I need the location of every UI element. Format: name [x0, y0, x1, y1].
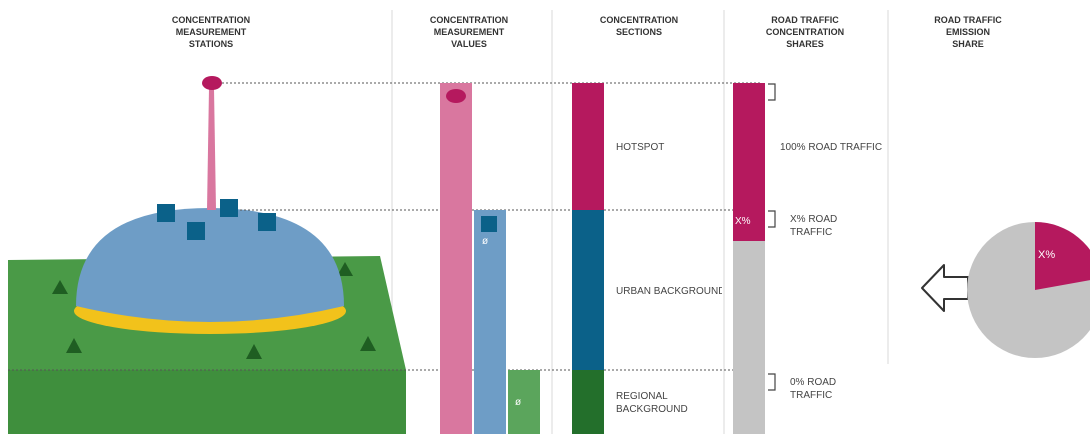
urban-station-icon — [481, 216, 497, 232]
bracket-icon — [768, 210, 776, 228]
label-urban-background: URBAN BACKGROUND — [616, 286, 722, 297]
header-stations: CONCENTRATION MEASUREMENT STATIONS — [171, 15, 251, 49]
bar-label-regional-mean: ø — [515, 397, 522, 408]
regional-section-bar — [572, 370, 604, 434]
header-sections: CONCENTRATION SECTIONS — [599, 15, 679, 37]
tower-icon — [207, 88, 216, 210]
hotspot-value-bar — [440, 83, 472, 434]
tree-icon — [246, 344, 262, 359]
bracket-icon — [768, 373, 776, 391]
urban-station-icon — [220, 199, 238, 217]
pie-label-x-percent: X% — [1038, 249, 1056, 261]
header-values: CONCENTRATION MEASUREMENT VALUES — [429, 15, 509, 49]
urban-station-icon — [157, 204, 175, 222]
label-partial-traffic: X% ROAD TRAFFIC — [790, 214, 838, 238]
urban-value-bar — [474, 210, 506, 434]
tree-icon — [66, 338, 82, 353]
hotspot-section-bar — [572, 83, 604, 210]
ground-front — [8, 370, 406, 434]
urban-station-icon — [187, 222, 205, 240]
urban-dome — [76, 208, 344, 322]
bracket-icon — [768, 83, 776, 101]
tree-icon — [360, 336, 376, 351]
pie-traffic-slice — [1035, 221, 1090, 290]
urban-section-bar — [572, 210, 604, 370]
urban-station-icon — [258, 213, 276, 231]
non-traffic-share-bar — [733, 241, 765, 434]
bar-label-x-percent: X% — [735, 216, 751, 227]
label-zero-traffic: 0% ROAD TRAFFIC — [790, 377, 837, 401]
label-regional-background: REGIONAL BACKGROUND — [616, 391, 688, 415]
label-hotspot: HOTSPOT — [616, 142, 665, 153]
header-emission-share: ROAD TRAFFIC EMISSION SHARE — [934, 15, 1002, 49]
bar-label-urban-mean: ø — [482, 236, 489, 247]
tree-icon — [52, 280, 68, 294]
traffic-share-bar — [733, 83, 765, 241]
regional-value-bar — [508, 370, 540, 434]
hotspot-station-icon — [202, 76, 222, 90]
label-full-traffic: 100% ROAD TRAFFIC — [780, 142, 883, 153]
header-concentration-shares: ROAD TRAFFIC CONCENTRATION SHARES — [765, 15, 845, 49]
tree-icon — [337, 262, 353, 276]
hotspot-station-icon — [446, 89, 466, 103]
arrow-left-icon — [921, 264, 969, 312]
